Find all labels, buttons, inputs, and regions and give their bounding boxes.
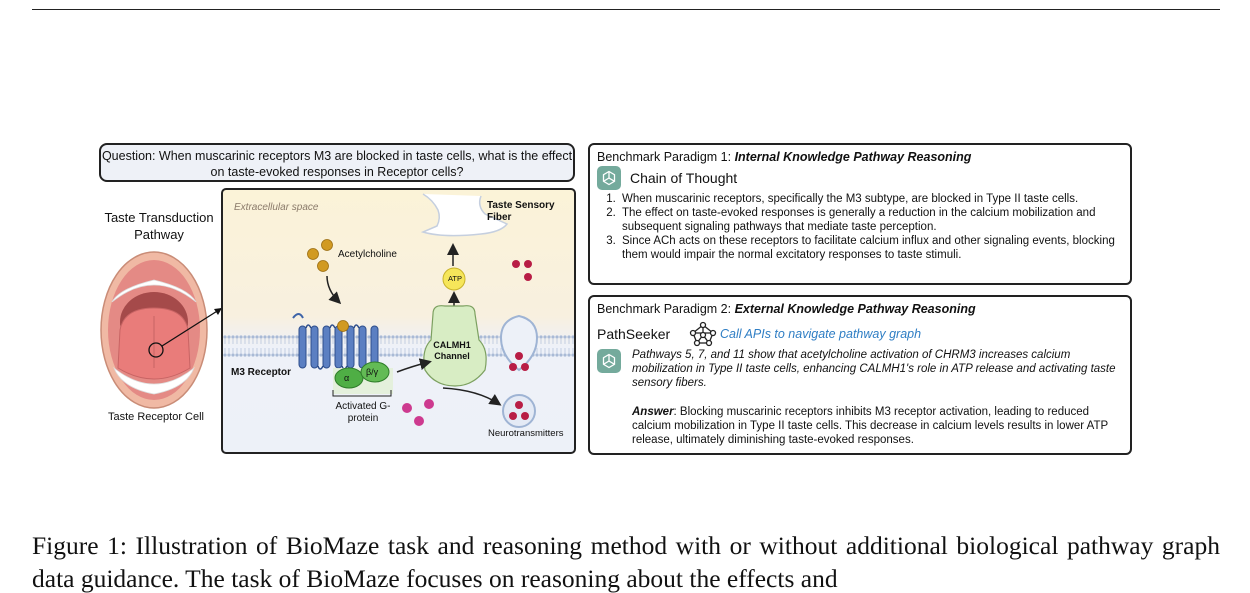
g-protein-label: Activated G-protein <box>335 401 391 424</box>
top-rule <box>32 9 1220 10</box>
pathseeker-answer: Answer: Blocking muscarinic receptors in… <box>632 406 1108 446</box>
taste-fiber-label: Taste Sensory Fiber <box>487 200 555 223</box>
pathseeker-reasoning: Pathways 5, 7, and 11 show that acetylch… <box>632 349 1116 389</box>
atp-label: ATP <box>447 274 463 283</box>
list-item: 2.The effect on taste-evoked responses i… <box>606 207 1096 233</box>
atp-molecule <box>442 267 466 291</box>
cell-label: Taste Receptor Cell <box>108 411 204 423</box>
paradigm2-title: Benchmark Paradigm 2: External Knowledge… <box>597 302 976 316</box>
calmh1-label: CALMH1 Channel <box>433 340 471 361</box>
graph-network-icon <box>689 321 717 347</box>
cot-steps: 1.When muscarinic receptors, specificall… <box>600 192 1120 262</box>
pathway-label: Taste Transduction Pathway <box>104 210 214 242</box>
g-protein-beta-gamma <box>360 361 390 383</box>
chatgpt-icon <box>597 349 621 373</box>
mouth-illustration <box>100 251 223 409</box>
beta-gamma-label: β/γ <box>366 367 379 377</box>
vesicle <box>502 394 536 428</box>
cot-method-label: Chain of Thought <box>630 170 738 186</box>
question-text: Question: When muscarinic receptors M3 a… <box>101 149 573 179</box>
pathseeker-label: PathSeeker <box>597 326 671 342</box>
chatgpt-icon <box>597 166 621 190</box>
pathway-diagram <box>223 193 574 428</box>
acetylcholine-molecule <box>317 260 329 272</box>
list-item: 3.Since ACh acts on these receptors to f… <box>606 235 1115 261</box>
m3-receptor-label: M3 Receptor <box>231 367 292 378</box>
acetylcholine-molecule <box>321 239 333 251</box>
pathway-diagram-panel: Extracellular space Acetylcholine Taste … <box>221 188 576 454</box>
acetylcholine-label: Acetylcholine <box>338 249 397 260</box>
question-box: Question: When muscarinic receptors M3 a… <box>99 143 575 182</box>
sensory-fiber <box>420 193 509 237</box>
paradigm1-title: Benchmark Paradigm 1: Internal Knowledge… <box>597 150 972 164</box>
paradigm1-box: Benchmark Paradigm 1: Internal Knowledge… <box>588 143 1132 285</box>
neurotransmitters-label: Neurotransmitters <box>488 428 564 439</box>
list-item: 1.When muscarinic receptors, specificall… <box>606 193 1079 205</box>
extracellular-label: Extracellular space <box>234 202 319 213</box>
alpha-label: α <box>344 373 350 383</box>
paradigm2-box: Benchmark Paradigm 2: External Knowledge… <box>588 295 1132 455</box>
acetylcholine-molecule <box>307 248 319 260</box>
g-protein-alpha <box>334 367 364 389</box>
call-apis-text: Call APIs to navigate pathway graph <box>720 327 922 341</box>
figure-caption: Figure 1: Illustration of BioMaze task a… <box>32 531 1220 593</box>
m3-receptor <box>298 325 379 369</box>
